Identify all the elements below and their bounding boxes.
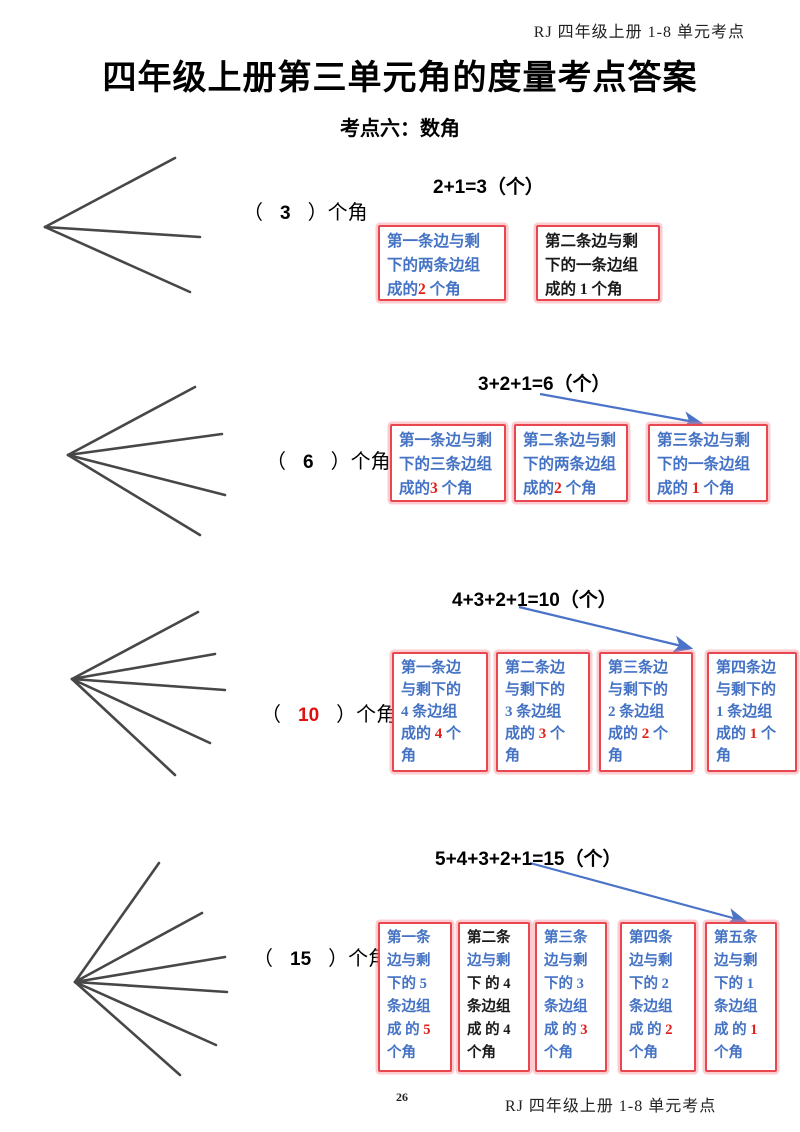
answer-box-text: 第三条边 与剩下的 2 条边组 成的: [608, 660, 669, 742]
answer-box: 第一条 边与剩 下的 5 条边组 成 的 5 个角: [378, 922, 452, 1072]
page-number: 26: [396, 1090, 408, 1104]
answer-box-text: 第五条 边与剩 下的 1 条边组 成 的: [714, 930, 758, 1038]
angle-count-label: （6）个角: [266, 451, 391, 473]
answer-box-text: 1: [749, 726, 758, 742]
answer-box: 第一条边与剩 下的三条边组 成的3 个角: [390, 424, 506, 502]
answer-box-text: 第二条边与剩 下的一条边组 成的 1 个角: [545, 233, 639, 298]
equation: 2+1=3（个）: [433, 177, 544, 198]
answer-boxes-row: 第一条边与剩 下的两条边组 成的2 个角第二条边与剩 下的一条边组 成的 1 个…: [378, 225, 660, 301]
ray-line: [43, 156, 177, 229]
answer-box-text: 个 角: [505, 726, 566, 764]
ray-line: [73, 955, 227, 984]
answer-box: 第二条边与剩 下的一条边组 成的 1 个角: [536, 225, 660, 301]
answer-boxes-row: 第一条 边与剩 下的 5 条边组 成 的 5 个角第二条 边与剩 下 的 4 条…: [378, 922, 777, 1072]
equation: 3+2+1=6（个）: [478, 374, 611, 395]
ray-line: [70, 610, 200, 681]
ray-line: [73, 980, 218, 1047]
answer-box-text: 2: [665, 1022, 673, 1038]
ray-line: [66, 432, 224, 457]
answer-box-text: 个角: [437, 480, 473, 497]
angle-count-label: （3）个角: [243, 202, 368, 224]
answer-box-text: 个 角: [716, 726, 777, 764]
answer-box-text: 3: [580, 1022, 588, 1038]
angle-count-value: 6: [303, 452, 314, 473]
answer-box: 第四条 边与剩 下的 2 条边组 成 的 2 个角: [620, 922, 696, 1072]
section-heading: 考点六：数角: [340, 118, 460, 140]
answer-box-text: 第三条 边与剩 下的 3 条边组 成 的: [544, 930, 588, 1038]
answer-box-text: 个角: [629, 1045, 658, 1061]
answer-box: 第二条边 与剩下的 3 条边组 成的 3 个 角: [496, 652, 590, 772]
answer-box-text: 第四条 边与剩 下的 2 条边组 成 的: [629, 930, 673, 1038]
pointer-arrow-icon: [518, 605, 694, 653]
ray-line: [73, 861, 161, 984]
angle-count-value: 3: [280, 203, 291, 224]
answer-box: 第三条边 与剩下的 2 条边组 成的 2 个 角: [599, 652, 693, 772]
answer-box-text: 1: [750, 1022, 758, 1038]
ray-line: [70, 677, 227, 692]
answer-box-text: 个角: [714, 1045, 743, 1061]
pointer-arrow-icon: [539, 392, 704, 429]
answer-box-text: 个角: [387, 1045, 416, 1061]
answer-box-text: 个角: [561, 480, 597, 497]
ray-line: [70, 677, 177, 777]
answer-box-text: 个 角: [608, 726, 669, 764]
ray-line: [66, 453, 202, 537]
answer-box-text: 4: [434, 726, 443, 742]
answer-box-text: 3: [538, 726, 547, 742]
answer-box-text: 个 角: [401, 726, 462, 764]
answer-box-text: 第二条边 与剩下的 3 条边组 成的: [505, 660, 566, 742]
answer-box-text: 1: [691, 480, 700, 497]
answer-box-text: 个角: [425, 281, 461, 298]
answer-box-text: 5: [423, 1022, 431, 1038]
answer-box-text: 第一条 边与剩 下的 5 条边组 成 的: [387, 930, 431, 1038]
answer-box: 第三条 边与剩 下的 3 条边组 成 的 3 个角: [535, 922, 607, 1072]
answer-box-text: 2: [641, 726, 650, 742]
page-header: RJ 四年级上册 1-8 单元考点: [533, 24, 745, 41]
answer-box: 第一条边 与剩下的 4 条边组 成的 4 个 角: [392, 652, 488, 772]
answer-box-text: 边与剩: [467, 953, 511, 969]
answer-box: 第三条边与剩 下的一条边组 成的 1 个角: [648, 424, 768, 502]
answer-box-text: 第一条边与剩 下的三条边组 成的: [399, 432, 493, 497]
footer-text: RJ 四年级上册 1-8 单元考点: [505, 1098, 717, 1115]
answer-box-text: 第二条边与剩 下的两条边组 成的: [523, 432, 617, 497]
ray-line: [73, 911, 204, 984]
angle-count-value: 15: [290, 949, 312, 970]
answer-box-text: 下 的 4 条边组 成 的 4 个角: [467, 976, 511, 1061]
answer-box: 第五条 边与剩 下的 1 条边组 成 的 1 个角: [705, 922, 777, 1072]
answer-box-text: 个角: [699, 480, 735, 497]
angle-count-label: （10）个角: [261, 704, 397, 726]
answer-boxes-row: 第一条边 与剩下的 4 条边组 成的 4 个 角第二条边 与剩下的 3 条边组 …: [392, 652, 797, 772]
answer-box-text: 2: [554, 480, 562, 497]
ray-line: [70, 652, 217, 681]
angle-count-value: 10: [298, 705, 320, 726]
page-title: 四年级上册第三单元角的度量考点答案: [102, 60, 698, 97]
ray-line: [66, 453, 227, 497]
ray-line: [43, 225, 192, 294]
answer-box-text: 3: [430, 480, 438, 497]
ray-line: [73, 980, 229, 994]
answer-box: 第一条边与剩 下的两条边组 成的2 个角: [378, 225, 506, 301]
equation: 4+3+2+1=10（个）: [452, 590, 617, 611]
answer-box-text: 第三条边与剩 下的一条边组 成的: [657, 432, 751, 497]
answer-box-text: 2: [418, 281, 426, 298]
ray-line: [43, 225, 202, 239]
angle-count-label: （15）个角: [253, 948, 389, 970]
answer-box-text: 第二条: [467, 930, 511, 946]
answer-box-text: 第四条边 与剩下的 1 条边组 成的: [716, 660, 777, 742]
ray-line: [70, 677, 212, 745]
pointer-arrow-icon: [529, 861, 748, 926]
answer-box-text: 个角: [544, 1045, 573, 1061]
answer-box-text: 第一条边与剩 下的两条边组 成的: [387, 233, 481, 298]
answer-boxes-row: 第一条边与剩 下的三条边组 成的3 个角第二条边与剩 下的两条边组 成的2 个角…: [390, 424, 768, 502]
answer-box: 第二条 边与剩 下 的 4 条边组 成 的 4 个角: [458, 922, 530, 1072]
ray-line: [66, 385, 197, 457]
ray-line: [73, 980, 182, 1077]
answer-box: 第二条边与剩 下的两条边组 成的2 个角: [514, 424, 628, 502]
answer-box-text: 第一条边 与剩下的 4 条边组 成的: [401, 660, 462, 742]
answer-box: 第四条边 与剩下的 1 条边组 成的 1 个 角: [707, 652, 797, 772]
equation: 5+4+3+2+1=15（个）: [435, 849, 622, 870]
